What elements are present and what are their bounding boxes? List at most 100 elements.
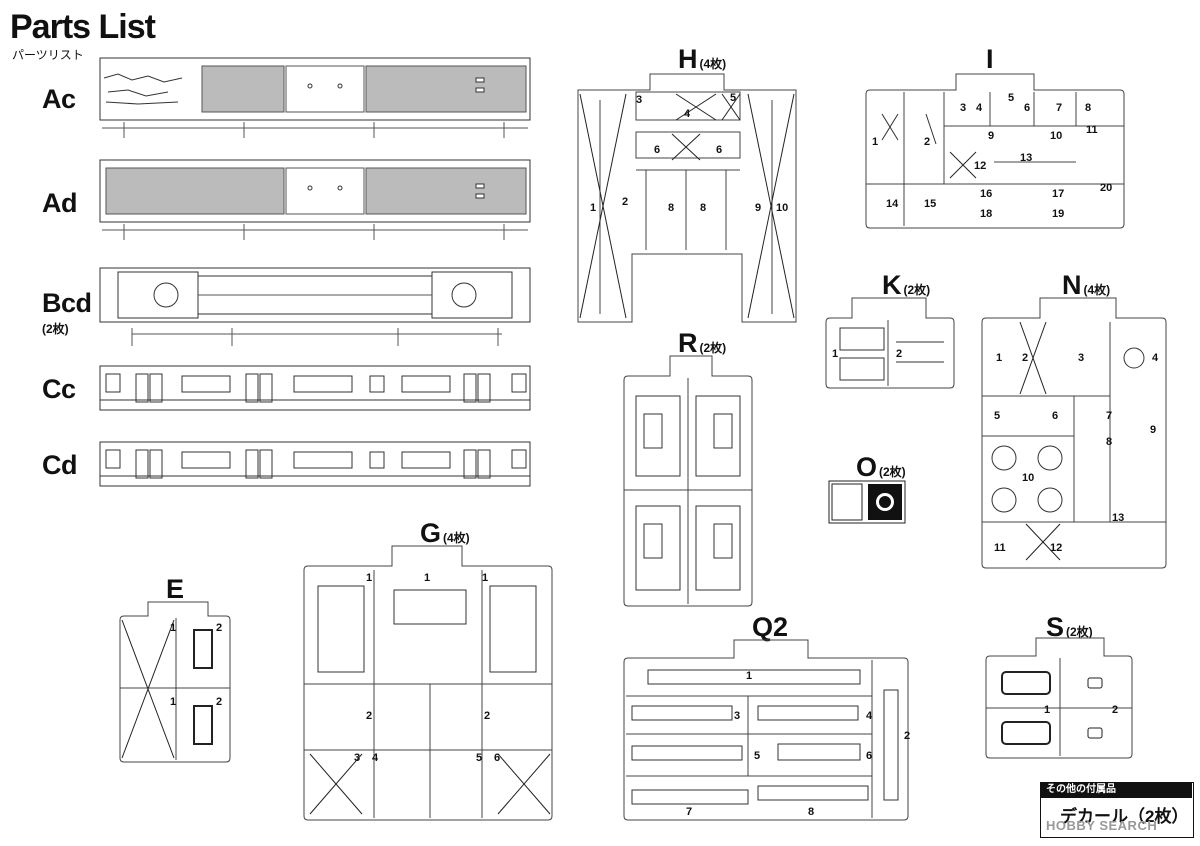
part-label-ac: Ac [42,84,76,114]
h-num-8a: 8 [668,202,675,214]
g-num-2a: 2 [366,710,373,722]
part-cd-drawing [99,441,531,487]
part-label-cc: Cc [42,374,76,404]
part-cc-drawing [99,365,531,411]
sprue-label-r: R(2枚) [678,328,727,358]
sprue-label-h: H(4枚) [678,44,727,74]
k-num-1: 1 [832,348,839,360]
s-num-1: 1 [1044,704,1051,716]
g-num-4: 4 [372,752,379,764]
n-num-8: 8 [1106,436,1113,448]
i-num-9: 9 [988,130,995,142]
part-ad-drawing [99,159,531,240]
q2-num-4: 4 [866,710,873,722]
i-num-10: 10 [1050,130,1063,142]
sprue-label-k: K(2枚) [882,270,931,300]
g-num-6: 6 [494,752,501,764]
h-num-5: 5 [730,92,737,104]
sprue-label-n: N(4枚) [1062,270,1111,300]
part-label-cd: Cd [42,450,78,480]
accessories-item-decal: デカール（2枚） [1060,807,1189,826]
sprue-label-o: O(2枚) [856,452,906,482]
g-num-2b: 2 [484,710,491,722]
q2-num-6: 6 [866,750,873,762]
sprue-i-drawing [865,73,1125,229]
sprue-r-drawing [623,355,753,607]
q2-num-3: 3 [734,710,741,722]
i-num-17: 17 [1052,188,1065,200]
n-num-5: 5 [994,410,1001,422]
watermark: HOBBY SEARCH [1046,818,1158,833]
k-num-2: 2 [896,348,903,360]
part-qty-bcd: (2枚) [42,322,69,336]
n-num-10: 10 [1022,472,1035,484]
i-num-12: 12 [974,160,987,172]
i-num-11: 11 [1086,124,1098,136]
h-num-10: 10 [776,202,789,214]
h-num-3: 3 [636,94,643,106]
h-num-9: 9 [755,202,762,214]
sprue-label-i: I [986,44,994,74]
g-num-5: 5 [476,752,483,764]
n-num-2: 2 [1022,352,1029,364]
i-num-3: 3 [960,102,967,114]
i-num-14: 14 [886,198,899,210]
i-num-7: 7 [1056,102,1063,114]
n-num-4: 4 [1152,352,1159,364]
sprue-label-q2: Q2 [752,612,789,642]
sprue-e-drawing [119,601,231,763]
n-num-7: 7 [1106,410,1113,422]
i-num-4: 4 [976,102,983,114]
sprue-label-g: G(4枚) [420,518,470,548]
part-bcd-drawing [99,267,531,346]
sprue-o-drawing [828,480,906,524]
n-num-6: 6 [1052,410,1059,422]
sprue-label-s: S(2枚) [1046,612,1093,642]
sprue-s-drawing [985,637,1133,759]
accessories-heading: その他の付属品 [1040,782,1192,798]
q2-num-1: 1 [746,670,753,682]
e-num-1b: 1 [170,696,177,708]
i-num-18: 18 [980,208,993,220]
sprue-h-drawing [577,73,797,323]
e-num-1a: 1 [170,622,177,634]
q2-num-2: 2 [904,730,911,742]
q2-num-5: 5 [754,750,761,762]
n-num-3: 3 [1078,352,1085,364]
sprue-k-drawing [825,297,955,389]
n-num-9: 9 [1150,424,1157,436]
i-num-5: 5 [1008,92,1015,104]
q2-num-7: 7 [686,806,693,818]
i-num-8: 8 [1085,102,1092,114]
e-num-2a: 2 [216,622,223,634]
sprue-g-drawing [303,545,553,821]
h-num-4: 4 [684,108,691,120]
q2-num-8: 8 [808,806,815,818]
i-num-6: 6 [1024,102,1031,114]
n-num-1: 1 [996,352,1003,364]
part-label-ad: Ad [42,188,78,218]
g-num-1a: 1 [366,572,373,584]
n-num-11: 11 [994,542,1006,554]
part-label-bcd: Bcd [42,288,92,318]
i-num-20: 20 [1100,182,1113,194]
e-num-2b: 2 [216,696,223,708]
i-num-2: 2 [924,136,931,148]
s-num-2: 2 [1112,704,1119,716]
g-num-1c: 1 [482,572,489,584]
h-num-1: 1 [590,202,597,214]
i-num-1: 1 [872,136,879,148]
n-num-12: 12 [1050,542,1063,554]
page-title: Parts List [10,8,156,46]
h-num-2: 2 [622,196,629,208]
sprue-q2-drawing [623,639,909,821]
h-num-6a: 6 [654,144,661,156]
h-num-6b: 6 [716,144,723,156]
h-num-8b: 8 [700,202,707,214]
part-ac-drawing [99,57,531,138]
sprue-label-e: E [166,574,185,604]
g-num-3: 3 [354,752,361,764]
g-num-1b: 1 [424,572,431,584]
n-num-13: 13 [1112,512,1125,524]
i-num-19: 19 [1052,208,1065,220]
